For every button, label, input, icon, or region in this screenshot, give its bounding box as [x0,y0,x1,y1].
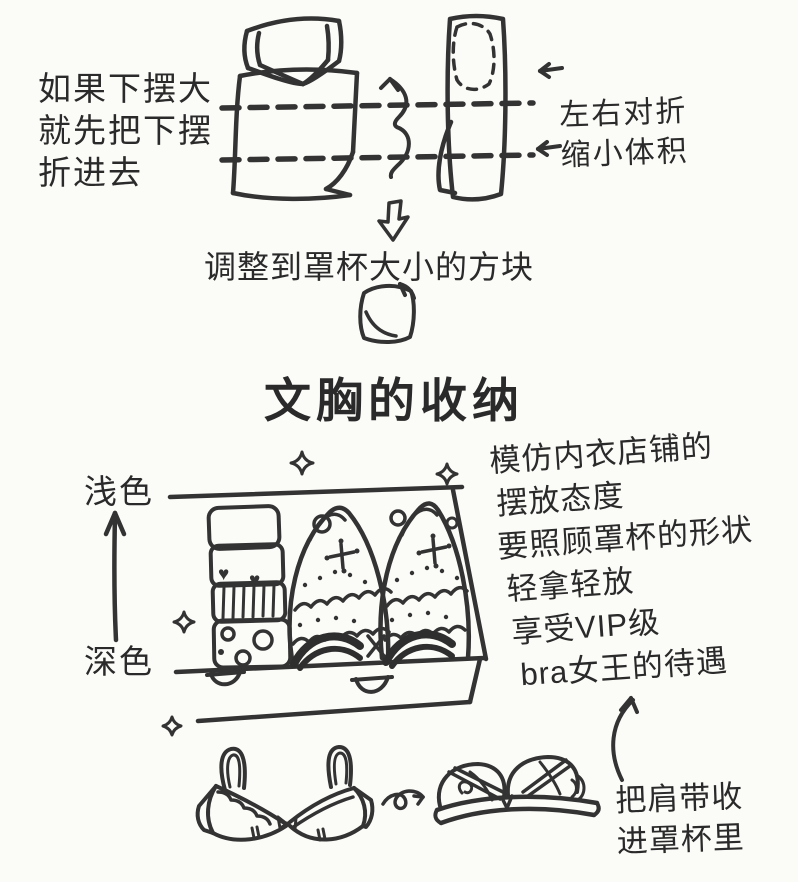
storage-tips: 模仿内衣店铺的 摆放态度 要照顾罩杯的形状 轻拿轻放 享受VIP级 bra女王的… [488,422,763,697]
lace-bras-drawing [287,501,471,671]
strap-note-line: 把肩带收 [614,778,744,819]
hem-note-line: 如果下摆大 [38,70,213,107]
tuck-arrow-icon [611,696,639,782]
fold-sequence-arrow [379,77,411,179]
fold-dashed-lines [219,100,536,163]
hem-note: 如果下摆大 就先把下摆 折进去 [38,68,213,194]
down-arrow-icon [377,199,410,242]
arrow-left-icon [538,62,564,79]
sparkle-icon [161,450,459,737]
bra-stack-drawing: ♥ ♥ [206,504,293,670]
dark-color-label: 深色 [84,643,154,680]
bra-tucked-drawing [433,755,601,826]
camisole-drawing [230,16,360,202]
heart-icon: ♥ [218,564,229,585]
light-color-label: 浅色 [84,473,154,510]
folded-square-drawing [358,282,416,344]
flip-loop-arrow-icon [381,789,425,811]
heart-icon: ♥ [249,570,260,591]
sort-arrow-up-icon [103,510,127,643]
bra-straps-drawing [195,745,375,842]
hem-note-line: 折进去 [38,154,143,191]
section-title: 文胸的收纳 [264,374,524,427]
side-fold-note-line: 缩小体积 [560,134,690,173]
folded-camisole-drawing [436,13,508,202]
result-caption: 调整到罩杯大小的方块 [204,249,535,285]
hem-note-line: 就先把下摆 [38,112,213,149]
strap-note-line: 进罩杯里 [616,819,746,860]
drawer-drawing [167,484,489,724]
side-fold-note: 左右对折 缩小体积 [559,92,690,176]
strap-note: 把肩带收 进罩杯里 [615,776,746,862]
arrow-left-icon [536,140,562,157]
side-fold-note-line: 左右对折 [558,94,688,133]
